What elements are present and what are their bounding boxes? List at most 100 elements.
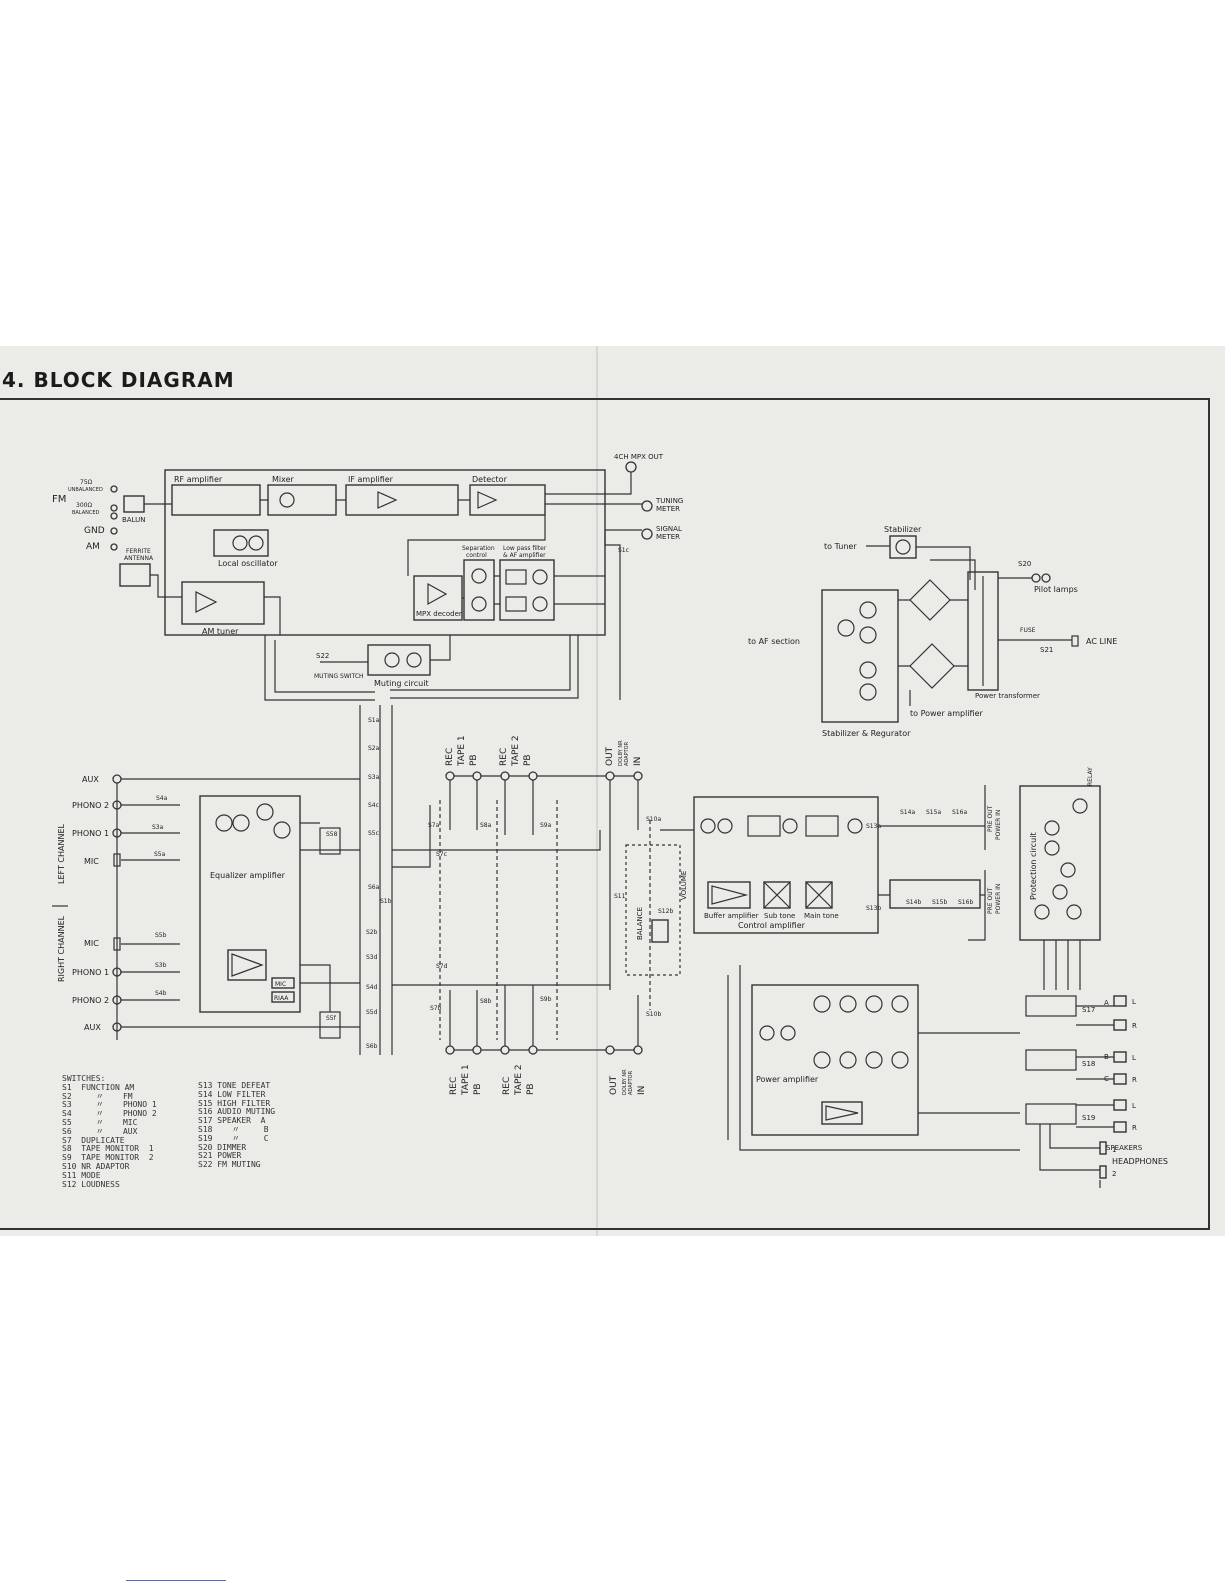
equalizer-label: Equalizer amplifier <box>210 871 286 880</box>
lowpass-label-1: Low pass filter <box>503 545 547 552</box>
page-fold <box>596 346 598 1236</box>
am-label: AM <box>86 542 100 552</box>
tape2-pb-label: PB <box>523 754 533 766</box>
prot-transistor-3 <box>1044 840 1060 856</box>
fn-sw-lower-2: S2b <box>366 929 378 936</box>
switch-legend-item: S14 LOW FILTER <box>198 1089 266 1099</box>
fn-sw-upper-1: S1a <box>368 717 380 724</box>
dolby-label-2: ADAPTOR <box>624 741 630 766</box>
tuner-section: FM 75Ω UNBALANCED 300Ω BALANCED BALUN GN… <box>52 453 683 701</box>
muting-circuit-label: Muting circuit <box>374 679 429 688</box>
left-channel-label: LEFT CHANNEL <box>57 824 66 885</box>
switch-legend-item: S4 〃 PHONO 2 <box>62 1109 157 1119</box>
ac-line-label: AC LINE <box>1086 637 1117 646</box>
s16b-label: S16b <box>958 899 973 906</box>
s4b-label: S4b <box>155 990 167 997</box>
dolby-in-label: IN <box>633 757 643 766</box>
eq-transistor-2 <box>232 814 250 832</box>
s16a-label: S16a <box>952 809 967 816</box>
riaa-box-label: RIAA <box>274 995 289 1002</box>
left-input-aux: AUX <box>82 775 99 784</box>
tape1-rec-jack <box>445 771 455 781</box>
mixer-transistor <box>279 492 295 508</box>
fn-sw-lower-5: S5d <box>366 1009 378 1016</box>
main-tone-symbol <box>805 881 833 909</box>
speaker-b-r <box>1113 1073 1127 1085</box>
ac-plug-icon <box>1071 635 1079 647</box>
tape1-pb-jack-r <box>472 1045 482 1055</box>
tuning-meter-label-1: TUNING <box>655 497 683 505</box>
left-input-phono2: PHONO 2 <box>72 801 109 810</box>
eq-amp-symbol-right <box>231 953 264 977</box>
pa-transistor-8 <box>839 1051 857 1069</box>
page-title: 4. BLOCK DIAGRAM <box>2 368 235 392</box>
signal-meter-icon <box>641 528 653 540</box>
stabilizer-regulator-label: Stabilizer & Regurator <box>822 729 911 738</box>
tape1-label: TAPE 1 <box>457 735 467 767</box>
pa-transistor-9 <box>865 1051 883 1069</box>
function-switch-section: S1a S2a S3a S4c S5c S6a S1b S2b S3d S4d … <box>359 705 610 1055</box>
switch-legend-item: S12 LOUDNESS <box>62 1179 120 1189</box>
pa-transistor-5 <box>865 995 883 1013</box>
prot-transistor-1 <box>1072 798 1088 814</box>
prot-transistor-4 <box>1060 862 1076 878</box>
prot-transistor-6 <box>1034 904 1050 920</box>
volume-label: VOLUME <box>680 871 688 900</box>
balance-label: BALANCE <box>636 907 644 940</box>
pa-transistor-6 <box>891 995 909 1013</box>
headphone-1-label: 1 <box>1112 1146 1116 1154</box>
s14a-label: S14a <box>900 809 915 816</box>
pa-transistor-2 <box>780 1025 796 1041</box>
balun-box <box>123 495 145 513</box>
tape1-pb-jack <box>472 771 482 781</box>
stabilizer-label: Stabilizer <box>884 525 922 534</box>
sub-tone-label: Sub tone <box>764 912 795 920</box>
s22-label: S22 <box>316 652 329 660</box>
dolby-in-jack-r <box>633 1045 643 1055</box>
tape2-rec-label-r: REC <box>502 1077 512 1095</box>
s12b-switch <box>651 919 669 943</box>
fn-sw-upper-6: S6a <box>368 884 380 891</box>
right-input-phono2: PHONO 2 <box>72 996 109 1005</box>
switch-legend-item: S1 FUNCTION AM <box>62 1082 135 1092</box>
lpf-filter-1 <box>505 569 527 585</box>
right-channel-label: RIGHT CHANNEL <box>57 915 66 982</box>
tape-switch-ganging <box>439 800 651 1040</box>
rectifier-lines <box>898 599 968 706</box>
s10b-label: S10b <box>646 1011 661 1018</box>
s9a-label: S9a <box>540 822 552 829</box>
ferrite-label-1: FERRITE <box>126 548 151 555</box>
fuse-label: FUSE <box>1020 627 1036 634</box>
eq-transistor-1 <box>215 814 233 832</box>
prot-transistor-7 <box>1066 904 1082 920</box>
s13b-label: S13b <box>866 905 881 912</box>
dolby-in-jack <box>633 771 643 781</box>
mixer-box <box>267 484 337 516</box>
detector-label: Detector <box>472 475 508 484</box>
eq-amp-box-right <box>227 949 267 981</box>
switch-legend-item: S9 TAPE MONITOR 2 <box>62 1153 154 1163</box>
headphone-lines <box>1039 1124 1101 1188</box>
s11-label: S11 <box>614 893 626 900</box>
switches-heading: SWITCHES: <box>62 1074 106 1083</box>
right-input-phono1: PHONO 1 <box>72 968 109 977</box>
fm-75-terminal <box>110 485 118 493</box>
s58-label: S58 <box>326 831 338 838</box>
left-input-phono1: PHONO 1 <box>72 829 109 838</box>
relay-label: RELAY <box>1087 767 1094 786</box>
tape1-label-r: TAPE 1 <box>461 1064 471 1096</box>
dolby-label-1-r: DOLBY NR <box>622 1069 628 1095</box>
buffer-amp-box <box>707 881 751 909</box>
eq-transistor-4 <box>273 821 291 839</box>
lpf-transistor-1 <box>532 569 548 585</box>
tuner-frame <box>164 469 606 636</box>
speaker-lines <box>1076 1005 1114 1128</box>
pa-transistor-4 <box>839 995 857 1013</box>
reg-transistor-2 <box>859 601 877 619</box>
s15a-label: S15a <box>926 809 941 816</box>
speaker-c-r-label: R <box>1132 1124 1137 1132</box>
fm-balanced-label: BALANCED <box>72 510 100 516</box>
bridge-rectifier-1 <box>909 579 951 621</box>
protection-circuit-frame <box>1019 785 1101 941</box>
